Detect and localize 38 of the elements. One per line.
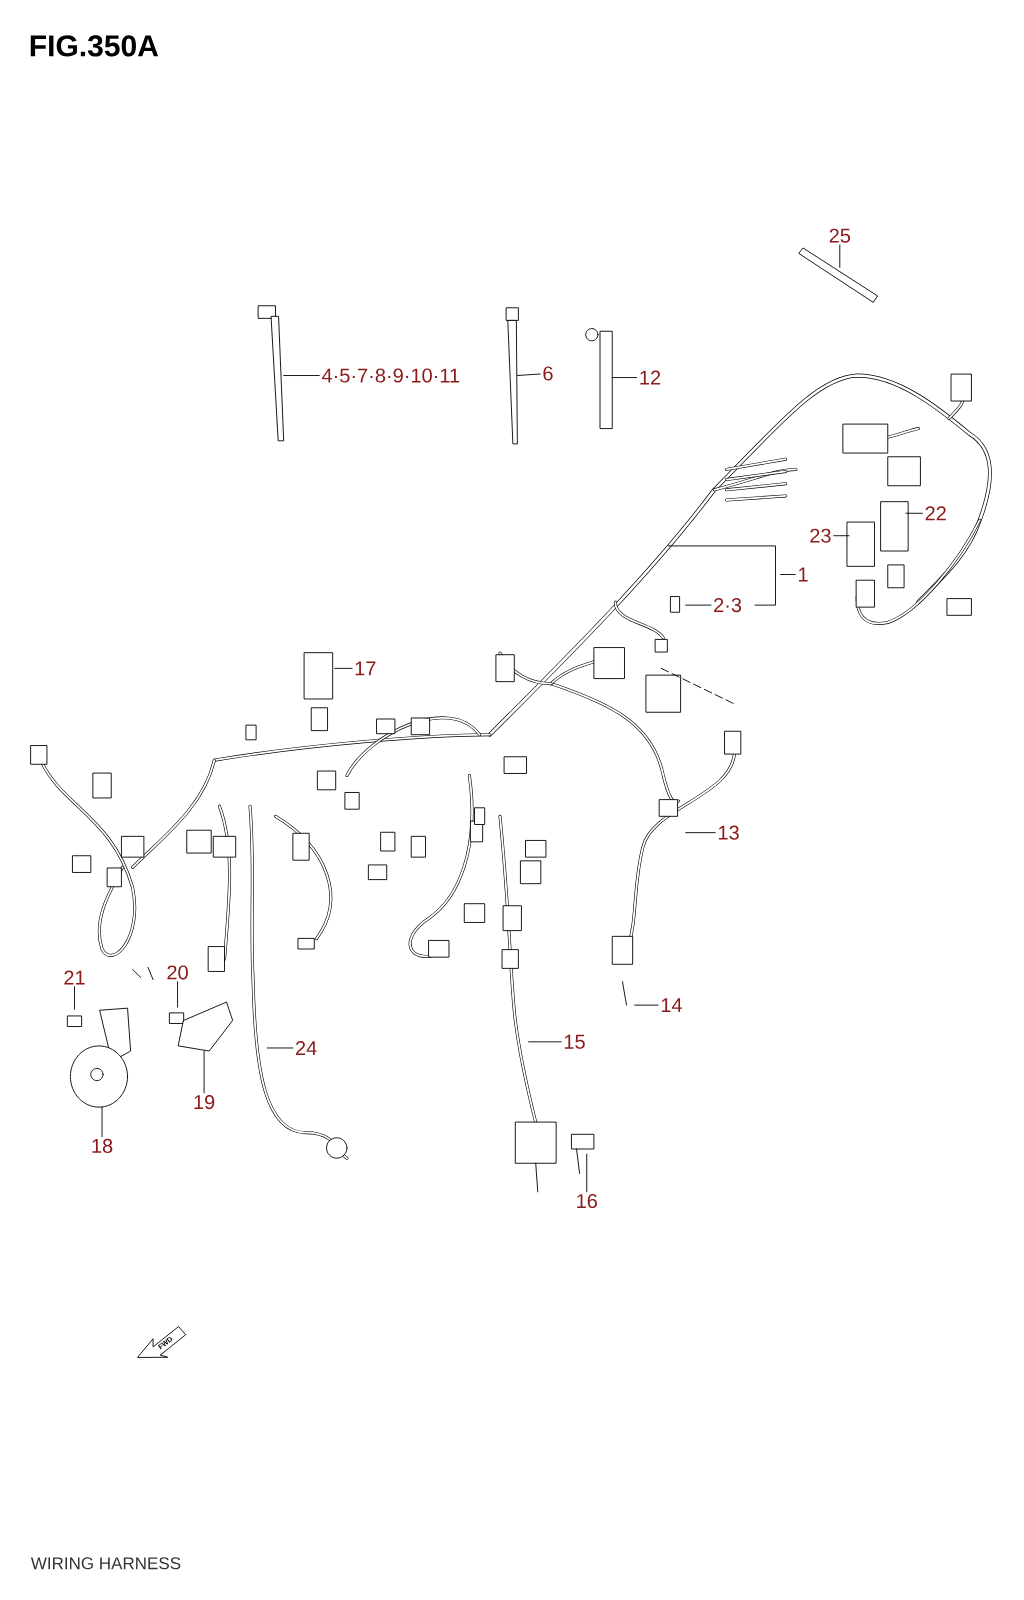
leader-line — [779, 574, 796, 575]
leader-line — [516, 373, 541, 376]
leader-line — [839, 244, 841, 268]
figure-title: FIG.350A — [30, 35, 158, 57]
leader-line — [685, 832, 716, 834]
callout-number: 17 — [355, 661, 376, 676]
callout-number: 24 — [295, 1041, 317, 1055]
leader-line — [101, 1106, 103, 1138]
callout-number: 25 — [829, 228, 850, 243]
callout-number: 12 — [640, 370, 660, 385]
leader-line — [266, 1047, 293, 1049]
callout-number: 20 — [167, 965, 188, 980]
callout-number: 6 — [543, 366, 553, 381]
leader-line — [203, 1050, 205, 1094]
callout-number: 13 — [718, 825, 739, 840]
leader-line — [283, 375, 320, 376]
leader-line — [527, 1041, 562, 1043]
leader-line — [833, 535, 850, 537]
callout-number: 1 — [798, 567, 808, 582]
callout-number: 18 — [92, 1138, 113, 1153]
callout-number: 14 — [661, 998, 682, 1012]
callout-number: 23 — [810, 528, 831, 543]
leader-line — [73, 986, 75, 1010]
callout-number: 22 — [925, 506, 946, 521]
leader-line — [634, 1004, 659, 1006]
callout-number: 16 — [576, 1193, 597, 1209]
leader-line — [586, 1153, 587, 1193]
callout-number: 15 — [564, 1034, 585, 1049]
leader-line — [611, 377, 637, 378]
callout-number: 21 — [64, 970, 85, 985]
leader-line — [905, 512, 923, 514]
callout-number: 19 — [194, 1095, 215, 1110]
callout-number: 4·5·7·8·9·10·11 — [321, 368, 459, 383]
leader-line — [176, 981, 178, 1008]
leader-line — [334, 667, 353, 669]
leader-line — [685, 604, 712, 606]
figure-caption: WIRING HARNESS — [30, 1557, 180, 1570]
callout-number: 2·3 — [713, 598, 741, 613]
